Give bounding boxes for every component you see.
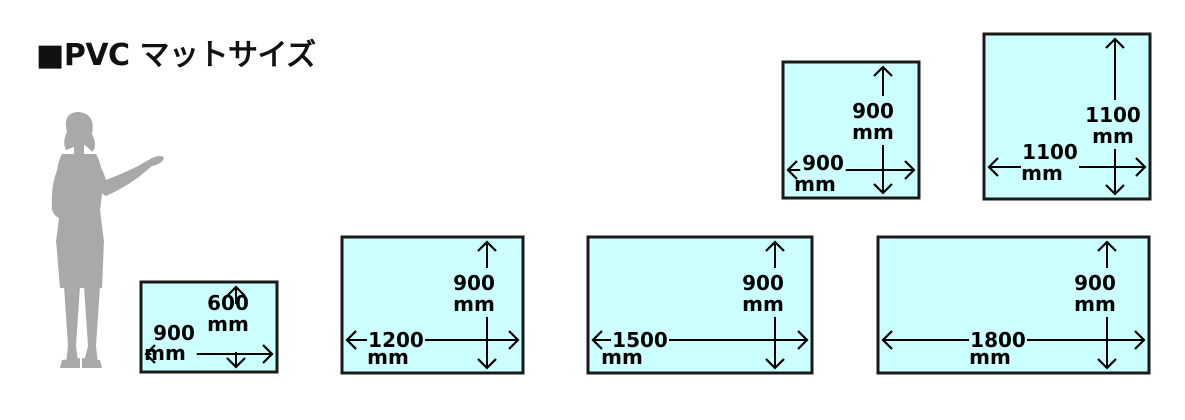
height-arrow xyxy=(1097,240,1117,370)
width-value: 900 xyxy=(153,321,195,345)
page-title: ■PVC マットサイズ xyxy=(36,38,316,73)
width-unit: mm xyxy=(794,172,836,196)
width-value: 1200 xyxy=(368,328,424,352)
height-value: 1100 xyxy=(1085,103,1141,127)
height-arrow xyxy=(1105,37,1125,196)
width-arrow xyxy=(881,330,1146,350)
person-silhouette xyxy=(51,112,164,368)
width-value: 1500 xyxy=(612,328,668,352)
width-unit: mm xyxy=(601,345,643,369)
width-unit: mm xyxy=(144,341,186,365)
mat-rect xyxy=(982,32,1152,201)
height-unit: mm xyxy=(1092,124,1134,148)
mat-rect xyxy=(340,235,525,375)
width-arrow xyxy=(345,330,520,350)
width-unit: mm xyxy=(969,345,1011,369)
mat-rect xyxy=(781,60,921,200)
height-unit: mm xyxy=(453,292,495,316)
mat-rect xyxy=(139,280,279,374)
width-value: 900 xyxy=(802,151,844,175)
height-value: 600 xyxy=(207,291,249,315)
width-arrow xyxy=(144,344,274,364)
height-value: 900 xyxy=(453,271,495,295)
height-value: 900 xyxy=(852,99,894,123)
height-unit: mm xyxy=(207,312,249,336)
width-unit: mm xyxy=(367,345,409,369)
height-value: 900 xyxy=(742,271,784,295)
height-arrow xyxy=(226,285,246,369)
height-value: 900 xyxy=(1074,271,1116,295)
height-arrow xyxy=(873,65,893,195)
width-unit: mm xyxy=(1021,161,1063,185)
width-arrow xyxy=(987,157,1147,177)
width-value: 1800 xyxy=(970,328,1026,352)
height-unit: mm xyxy=(1074,292,1116,316)
width-value: 1100 xyxy=(1022,140,1078,164)
height-arrow xyxy=(765,240,785,370)
height-unit: mm xyxy=(742,292,784,316)
width-arrow xyxy=(786,160,916,180)
height-arrow xyxy=(477,240,497,370)
height-unit: mm xyxy=(852,120,894,144)
width-arrow xyxy=(591,330,809,350)
mat-rect xyxy=(876,235,1151,375)
